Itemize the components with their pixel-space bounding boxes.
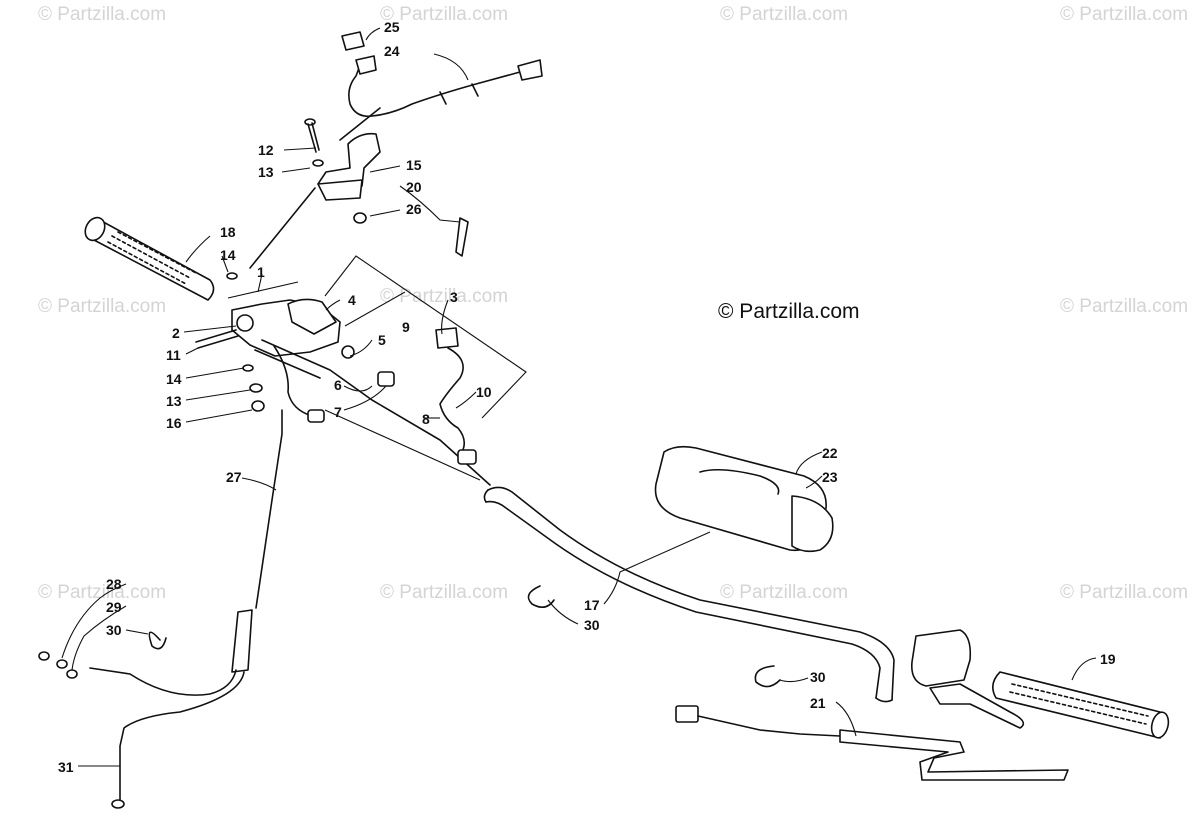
watermark: © Partzilla.com — [380, 286, 508, 307]
nut-26 — [353, 212, 367, 224]
callout-24: 24 — [384, 43, 400, 59]
callout-9: 9 — [402, 319, 410, 335]
handlebar-pad — [654, 445, 834, 553]
callout-labels: 25 24 12 13 15 20 26 18 14 1 4 3 2 9 5 1… — [58, 19, 1116, 775]
callout-31: 31 — [58, 759, 74, 775]
callout-7: 7 — [334, 404, 342, 420]
watermark: © Partzilla.com — [1060, 296, 1188, 317]
washer-stack — [226, 272, 265, 412]
callout-10: 10 — [476, 384, 492, 400]
watermark: © Partzilla.com — [38, 582, 166, 603]
callout-23: 23 — [822, 469, 838, 485]
callout-8: 8 — [422, 411, 430, 427]
callout-30: 30 — [810, 669, 826, 685]
watermark: © Partzilla.com — [1060, 582, 1188, 603]
right-grip — [992, 671, 1170, 739]
callout-13: 13 — [258, 164, 274, 180]
left-grip — [84, 216, 215, 301]
callout-20: 20 — [406, 179, 422, 195]
callout-19: 19 — [1100, 651, 1116, 667]
handlebar — [483, 486, 895, 703]
switch-9 — [273, 327, 477, 465]
callout-17: 17 — [584, 597, 600, 613]
callout-29: 29 — [106, 599, 122, 615]
bolt-12 — [304, 118, 324, 167]
callout-22: 22 — [822, 445, 838, 461]
heater-element — [675, 705, 1069, 781]
watermark: © Partzilla.com — [380, 582, 508, 603]
clamp-30 — [148, 631, 167, 650]
callout-28: 28 — [106, 576, 122, 592]
watermark: © Partzilla.com — [720, 4, 848, 25]
callout-1: 1 — [257, 264, 265, 280]
harness-24 — [341, 31, 543, 118]
callout-18: 18 — [220, 224, 236, 240]
copyright-notice: © Partzilla.com — [718, 300, 860, 323]
callout-26: 26 — [406, 201, 422, 217]
callout-25: 25 — [384, 19, 400, 35]
callout-13: 13 — [166, 393, 182, 409]
bolt-11 — [195, 329, 239, 349]
clamp-30 — [527, 585, 555, 608]
clamp-30 — [754, 665, 781, 688]
watermark: © Partzilla.com — [38, 296, 166, 317]
parts-box — [227, 255, 527, 481]
callout-2: 2 — [172, 325, 180, 341]
callout-14: 14 — [166, 371, 182, 387]
cable-end-20 — [455, 217, 469, 257]
watermark: © Partzilla.com — [1060, 4, 1188, 25]
leader-lines — [61, 27, 1097, 767]
callout-15: 15 — [406, 157, 422, 173]
throttle-housing — [231, 298, 491, 486]
brake-master-cylinder — [910, 629, 1025, 729]
watermark: © Partzilla.com — [380, 4, 508, 25]
throttle-cable — [38, 409, 283, 809]
callout-11: 11 — [166, 347, 181, 363]
callout-30: 30 — [106, 622, 122, 638]
callout-5: 5 — [378, 332, 386, 348]
throttle-lever — [249, 107, 381, 269]
watermark: © Partzilla.com — [720, 582, 848, 603]
callout-30: 30 — [584, 617, 600, 633]
watermark: © Partzilla.com — [38, 4, 166, 25]
callout-12: 12 — [258, 142, 274, 158]
callout-4: 4 — [348, 292, 356, 308]
callout-14: 14 — [220, 247, 236, 263]
callout-6: 6 — [334, 377, 342, 393]
callout-3: 3 — [450, 289, 458, 305]
callout-16: 16 — [166, 415, 182, 431]
callout-27: 27 — [226, 469, 242, 485]
watermarks: © Partzilla.com © Partzilla.com © Partzi… — [38, 4, 1188, 603]
callout-21: 21 — [810, 695, 826, 711]
